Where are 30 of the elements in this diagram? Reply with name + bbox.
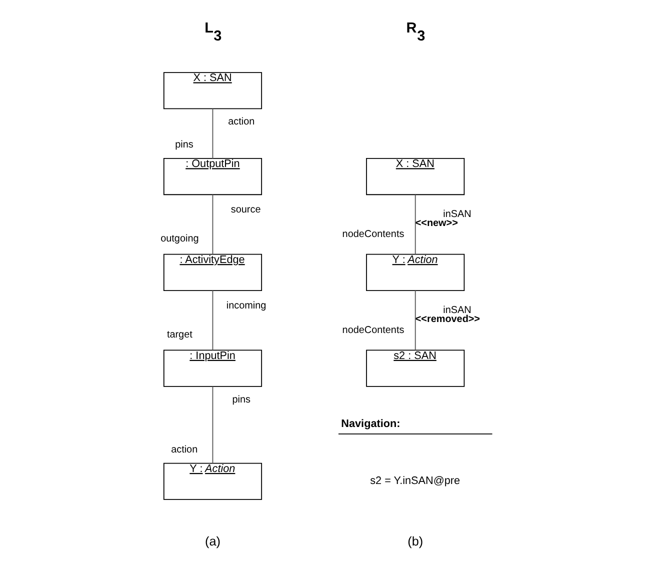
edge-label: <<new>> [414, 218, 458, 230]
label: inSAN [442, 208, 471, 220]
connector [414, 194, 416, 255]
connector [212, 194, 213, 255]
connector [212, 108, 213, 159]
node-box: : ActivityEdge [162, 254, 262, 291]
node-box: X : SAN [366, 158, 464, 196]
connector [212, 386, 213, 464]
label: incoming [226, 300, 266, 312]
node-box: : OutputPin [162, 158, 262, 196]
label: action [170, 444, 198, 456]
label: nodeContents [342, 229, 404, 240]
label: action [228, 116, 254, 128]
node-box: X : SAN [162, 72, 262, 110]
label: target [166, 329, 192, 340]
label: inSAN [442, 304, 471, 316]
label: (b) [407, 534, 423, 548]
node-box: Y : Action [162, 462, 262, 500]
label: outgoing [160, 233, 198, 244]
node-box: Y : Action [366, 254, 464, 291]
node-box: s2 : SAN [366, 350, 464, 387]
label: Navigation: [340, 418, 400, 430]
label: source [230, 204, 260, 216]
connector [414, 290, 416, 351]
edge-label: <<removed>> [414, 314, 480, 325]
label: nodeContents [342, 325, 404, 336]
label: (a) [204, 534, 220, 548]
connector [212, 290, 213, 351]
label: s2 = Y.inSAN@pre [370, 475, 460, 488]
node-box: : InputPin [162, 350, 262, 387]
